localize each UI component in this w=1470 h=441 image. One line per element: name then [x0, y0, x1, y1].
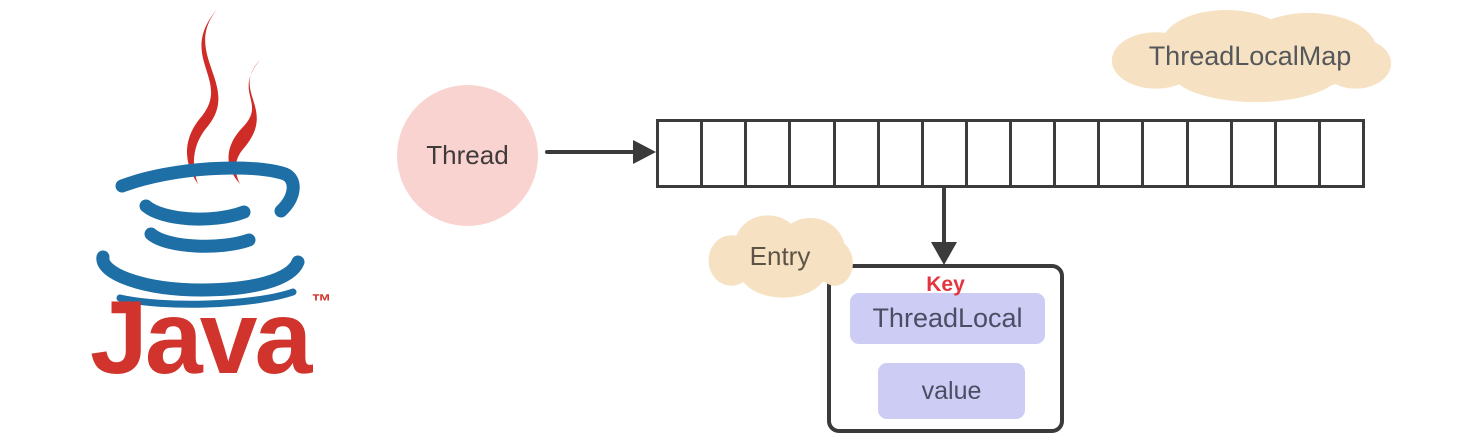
java-saucer-icon	[96, 250, 305, 297]
trademark-symbol: ™	[311, 291, 331, 313]
java-steam-main-icon	[186, 6, 220, 184]
array-cell	[1233, 122, 1277, 185]
cloud-blob-icon	[1111, 9, 1392, 103]
array-cell	[968, 122, 1012, 185]
array-cell	[836, 122, 880, 185]
threadlocalmap-array	[656, 119, 1365, 188]
map-to-entry-arrow-line	[942, 188, 946, 245]
entry-value-field: value	[878, 363, 1025, 419]
entry-cloud: Entry	[704, 210, 856, 303]
threadlocalmap-cloud: ThreadLocalMap	[1103, 4, 1397, 108]
array-cell	[1189, 122, 1233, 185]
thread-to-map-arrow-head	[633, 140, 656, 164]
array-cell	[1277, 122, 1321, 185]
entry-box: Key ThreadLocal value	[827, 264, 1064, 433]
map-to-entry-arrow-head	[931, 242, 957, 265]
cloud-blob-icon	[708, 215, 853, 298]
java-saucer-underline-icon	[116, 288, 297, 308]
array-cell	[1012, 122, 1057, 185]
thread-node: Thread	[397, 85, 538, 226]
entry-key-field: ThreadLocal	[850, 293, 1045, 344]
java-cup-arc2-icon	[139, 199, 251, 226]
entry-key-label: Key	[926, 273, 965, 296]
value-label: value	[921, 376, 982, 405]
java-cup-arc3-icon	[144, 227, 256, 253]
array-cell	[1321, 122, 1362, 185]
array-cell	[1056, 122, 1101, 185]
array-cell	[747, 122, 792, 185]
java-cup-icon	[96, 6, 305, 308]
array-cell	[703, 122, 748, 185]
thread-label: Thread	[426, 140, 509, 170]
java-steam-small-icon	[228, 60, 260, 184]
array-cell	[1144, 122, 1189, 185]
array-cell	[924, 122, 968, 185]
array-cell	[880, 122, 924, 185]
entry-label: Entry	[749, 241, 811, 271]
threadlocal-label: ThreadLocal	[872, 303, 1023, 333]
array-cell	[1100, 122, 1145, 185]
array-cell	[791, 122, 836, 185]
threadlocalmap-label: ThreadLocalMap	[1148, 40, 1352, 71]
java-cup-rim-icon	[115, 161, 300, 218]
thread-to-map-arrow-line	[545, 150, 637, 154]
array-cell	[659, 122, 704, 185]
